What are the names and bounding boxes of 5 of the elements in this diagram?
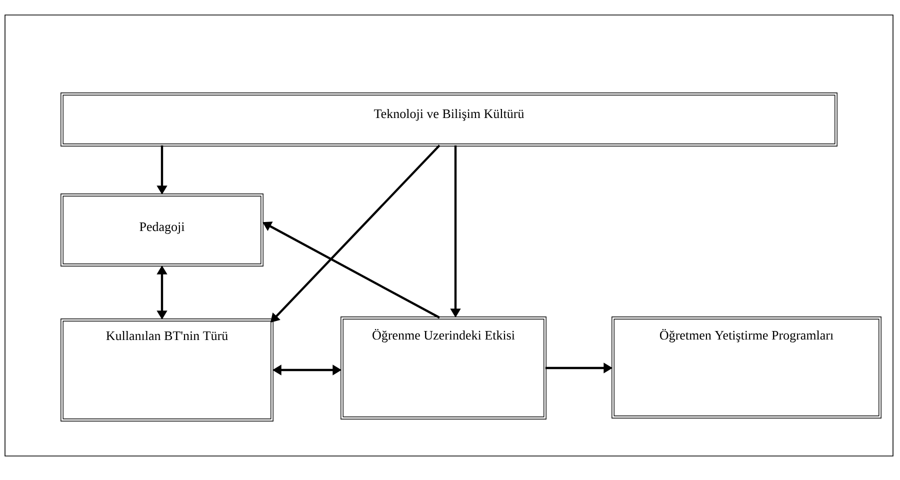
box: Öğretmen Yetiştirme Programları — [612, 316, 882, 418]
box: Öğrenme Uzerindeki Etkisi — [340, 316, 546, 420]
box: Teknoloji ve Bilişim Kültürü — [60, 92, 838, 146]
box: Pedagoji — [60, 194, 264, 266]
box: Kullanılan BT'nin Türü — [60, 318, 274, 422]
